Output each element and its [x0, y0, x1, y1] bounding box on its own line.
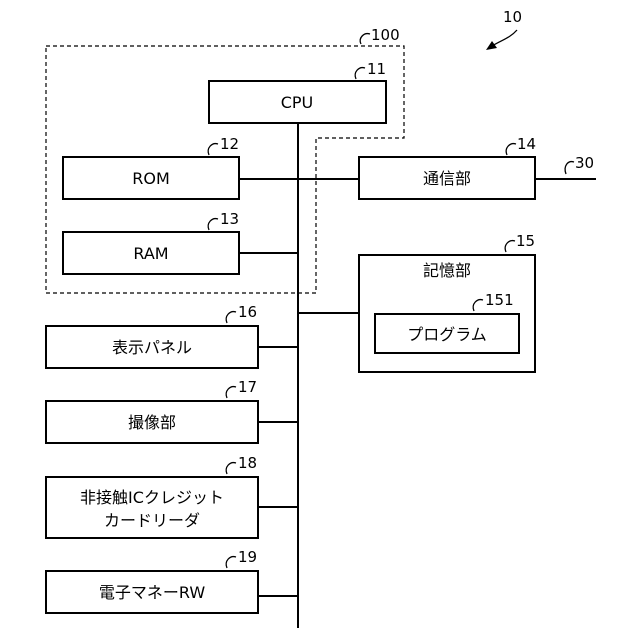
program-label: プログラム — [407, 325, 487, 344]
emoney-ref-label: 19 — [238, 548, 257, 566]
emoney-label: 電子マネーRW — [99, 583, 205, 602]
comm-ref-label: 14 — [517, 135, 536, 153]
system-reference: 10 — [486, 8, 522, 50]
reader-ref-label: 18 — [238, 454, 257, 472]
system-ref-arrow-shaft — [492, 30, 517, 46]
camera-block: 撮像部 17 — [46, 378, 258, 443]
comm-block: 通信部 14 — [359, 135, 536, 199]
camera-ref-label: 17 — [238, 378, 257, 396]
system-ref-arrowhead-icon — [486, 41, 497, 50]
cpu-ref-leader — [355, 68, 365, 79]
cpu-block: CPU 11 — [209, 60, 386, 123]
display-block: 表示パネル 16 — [46, 303, 258, 368]
rom-label: ROM — [132, 169, 170, 188]
display-ref-label: 16 — [238, 303, 257, 321]
ram-ref-leader — [208, 219, 218, 230]
display-ref-leader — [226, 312, 236, 323]
camera-label: 撮像部 — [128, 413, 176, 432]
storage-block: 記憶部 15 プログラム 151 — [359, 232, 535, 372]
camera-ref-leader — [226, 387, 236, 398]
display-label: 表示パネル — [112, 338, 192, 357]
storage-ref-leader — [505, 241, 515, 252]
external-ref-leader — [565, 162, 574, 174]
ram-block: RAM 13 — [63, 210, 239, 274]
system-ref-label: 10 — [503, 8, 522, 26]
reader-label-line2: カードリーダ — [104, 511, 200, 530]
ram-label: RAM — [133, 244, 168, 263]
rom-ref-leader — [208, 144, 218, 155]
comm-ref-leader — [506, 144, 516, 155]
rom-block: ROM 12 — [63, 135, 239, 199]
reader-block: 非接触ICクレジット カードリーダ 18 — [46, 454, 258, 538]
storage-ref-label: 15 — [516, 232, 535, 250]
group-ref-leader — [360, 34, 370, 44]
external-ref-label: 30 — [575, 154, 594, 172]
reader-label-line1: 非接触ICクレジット — [80, 488, 224, 507]
comm-label: 通信部 — [423, 169, 471, 188]
external-reference: 30 — [565, 154, 594, 174]
reader-ref-leader — [226, 463, 236, 474]
cpu-label: CPU — [281, 93, 314, 112]
group-ref-label: 100 — [371, 26, 400, 44]
storage-label: 記憶部 — [423, 261, 471, 280]
program-ref-label: 151 — [485, 291, 514, 309]
emoney-ref-leader — [226, 557, 236, 568]
ram-ref-label: 13 — [220, 210, 239, 228]
cpu-ref-label: 11 — [367, 60, 386, 78]
emoney-block: 電子マネーRW 19 — [46, 548, 258, 613]
rom-ref-label: 12 — [220, 135, 239, 153]
